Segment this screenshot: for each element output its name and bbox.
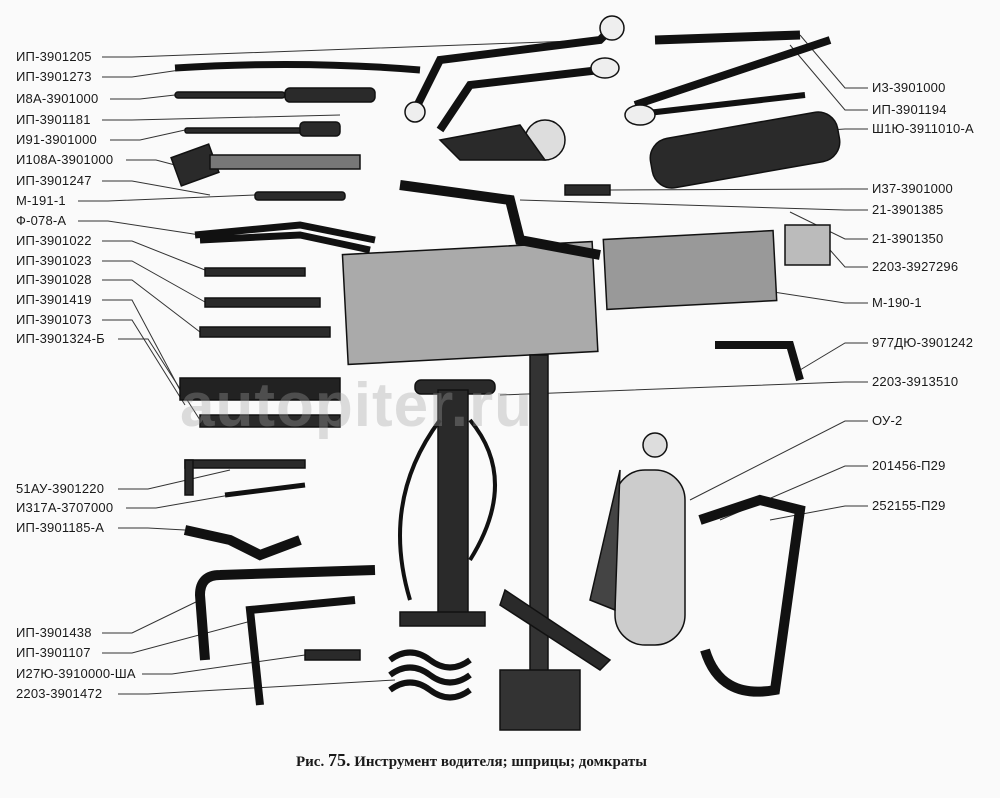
leader-line — [102, 114, 341, 121]
tool-bag-large — [341, 240, 599, 366]
part-label: И317А-3707000 — [16, 500, 114, 515]
leader-line — [78, 194, 256, 202]
leader-line — [118, 679, 396, 695]
leader-line — [126, 494, 231, 509]
part-label: ИП-3901185-А — [16, 520, 105, 535]
part-label: ИП-3901181 — [16, 112, 91, 127]
part-label: Ф-078-А — [16, 213, 67, 228]
spring — [388, 649, 472, 701]
nozzle — [304, 649, 361, 661]
wheel-wrench — [194, 565, 376, 661]
part-label: И37-3901000 — [872, 181, 953, 196]
part-label: 252155-П29 — [872, 498, 946, 513]
part-label: И3-3901000 — [872, 80, 946, 95]
part-label: И91-3901000 — [16, 132, 97, 147]
pliers — [194, 221, 376, 254]
part-label: ИП-3901247 — [16, 173, 92, 188]
part-label: ИП-3901028 — [16, 272, 92, 287]
leader-line — [799, 34, 868, 89]
part-label: ОУ-2 — [872, 413, 903, 428]
part-label: И8А-3901000 — [16, 91, 99, 106]
part-label: 2203-3901472 — [16, 686, 103, 701]
part-label: М-190-1 — [872, 295, 922, 310]
part-label: 21-3901350 — [872, 231, 944, 246]
leader-line — [102, 39, 601, 58]
figure-caption: Рис. 75. Инструмент водителя; шприцы; до… — [296, 750, 647, 771]
pry-bar — [174, 60, 421, 74]
punch — [254, 191, 346, 201]
figure-number: 75. — [327, 750, 351, 770]
part-label: 977ДЮ-3901242 — [872, 335, 974, 350]
part-label: М-191-1 — [16, 193, 66, 208]
leader-lines — [78, 34, 868, 695]
leader-line — [78, 220, 201, 236]
extinguisher-bracket — [698, 494, 806, 697]
bulb-box — [784, 224, 831, 266]
leader-line — [126, 159, 176, 166]
adjustable-wrench — [654, 30, 801, 45]
part-label: ИП-3901324-Б — [16, 331, 105, 346]
leader-line — [118, 527, 186, 531]
leader-line — [689, 420, 868, 501]
leader-line — [102, 240, 211, 273]
leader-line — [110, 94, 176, 100]
hex-key — [184, 459, 306, 469]
leader-line — [799, 342, 868, 371]
part-label: 2203-3913510 — [872, 374, 959, 389]
watermark: autopiter.ru — [180, 371, 534, 440]
part-label: ИП-3901419 — [16, 292, 92, 307]
leader-line — [102, 299, 181, 391]
tool-bag-small — [602, 229, 778, 311]
part-label: ИП-3901023 — [16, 253, 92, 268]
leader-line — [110, 129, 186, 141]
leader-line — [759, 289, 868, 304]
grease-gun — [649, 111, 841, 189]
leader-line — [102, 619, 256, 654]
leader-line — [102, 180, 211, 196]
leader-line — [102, 319, 186, 406]
valve-key — [564, 184, 611, 196]
part-label: 2203-3927296 — [872, 259, 959, 274]
leader-line — [789, 44, 868, 111]
part-label: 201456-П29 — [872, 458, 946, 473]
leader-line — [829, 249, 868, 268]
part-label: И27Ю-3910000-ША — [16, 666, 136, 681]
leader-line — [609, 188, 868, 191]
part-label: И108А-3901000 — [16, 152, 114, 167]
leader-line — [102, 260, 206, 303]
leader-line — [118, 469, 231, 490]
leader-line — [102, 599, 201, 634]
part-label: ИП-3901022 — [16, 233, 92, 248]
bracket — [183, 525, 302, 561]
part-label: ИП-3901273 — [16, 69, 92, 84]
leader-line — [142, 654, 306, 675]
part-label: ИП-3901205 — [16, 49, 92, 64]
leader-line — [789, 211, 868, 240]
part-label: 51АУ-3901220 — [16, 481, 105, 496]
leader-line — [102, 279, 201, 333]
leader-line — [102, 69, 181, 78]
caption-prefix: Рис. — [296, 754, 325, 770]
open-end-wrenches — [179, 267, 341, 428]
part-label: ИП-3901073 — [16, 312, 92, 327]
caption-text: Инструмент водителя; шприцы; домкраты — [354, 754, 648, 770]
part-label: Ш1Ю-3911010-А — [872, 121, 974, 136]
ring-spanner — [411, 22, 618, 112]
fire-extinguisher — [614, 469, 686, 646]
leader-line — [519, 199, 868, 211]
crank-handle — [399, 180, 601, 260]
part-label: ИП-3901194 — [872, 102, 947, 117]
leader-line — [499, 381, 868, 396]
part-label: ИП-3901107 — [16, 645, 91, 660]
gauge — [224, 482, 306, 498]
part-label: 21-3901385 — [872, 202, 944, 217]
screwdriver — [174, 91, 286, 99]
hex-wrench — [715, 341, 804, 382]
part-label: ИП-3901438 — [16, 625, 92, 640]
